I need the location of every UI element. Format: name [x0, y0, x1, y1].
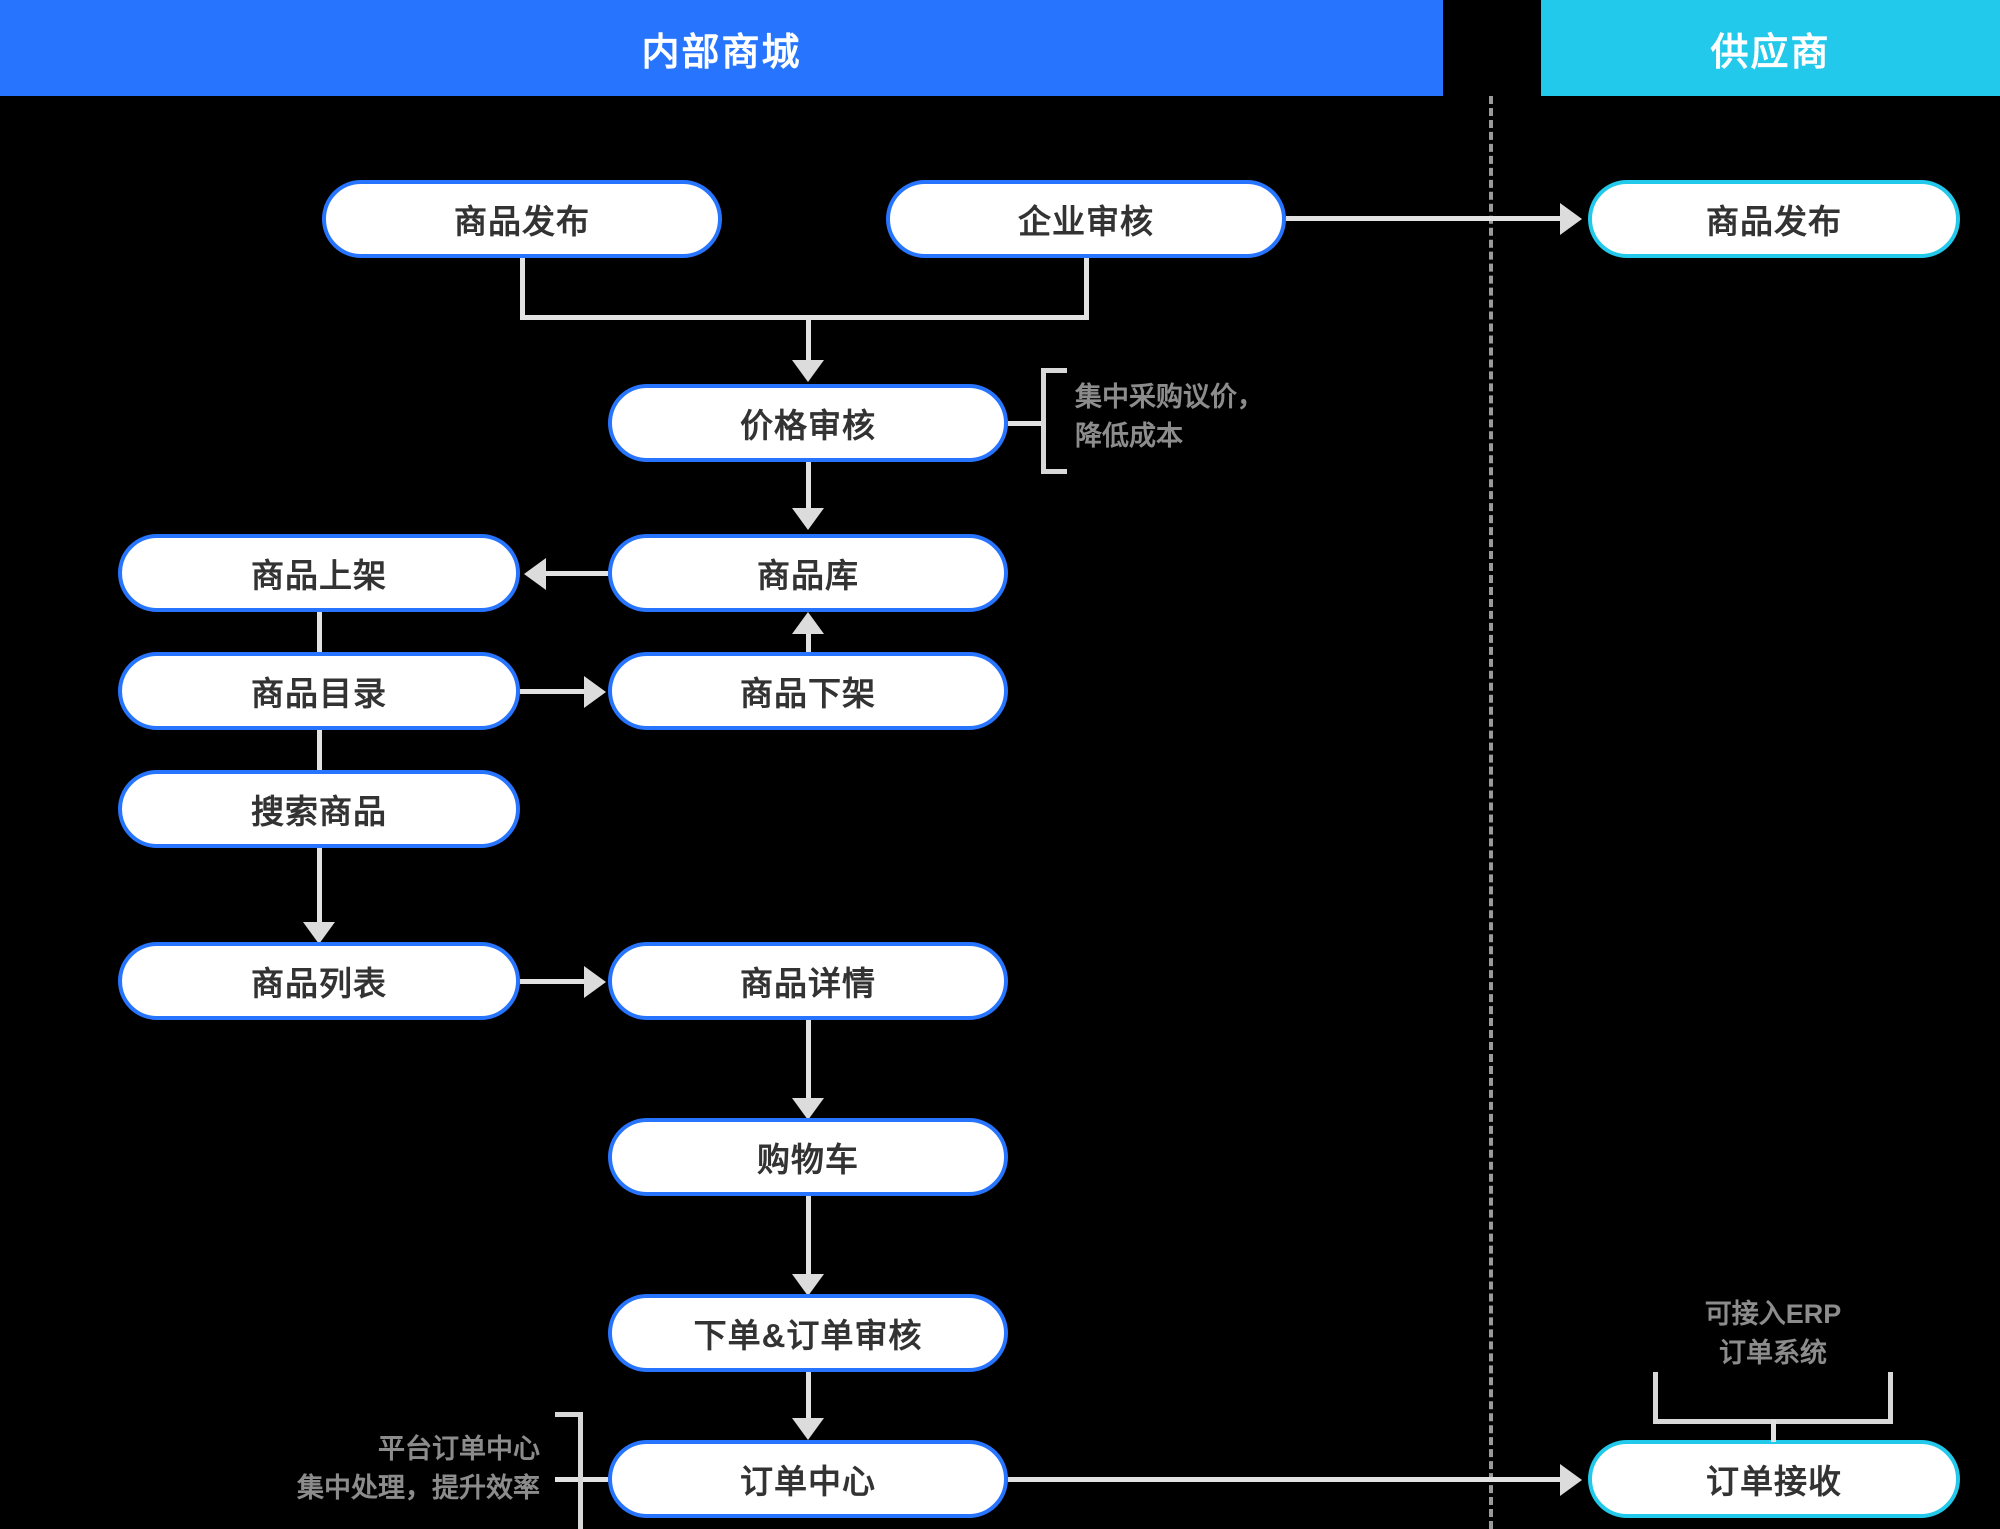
note-price-review: 集中采购议价， 降低成本	[1075, 382, 1264, 452]
arrowhead-ordercenter-to-orderreceive	[1560, 1464, 1582, 1496]
node-label: 搜索商品	[251, 793, 387, 830]
connector-merge-bar	[520, 315, 1089, 320]
arrowhead-offshelf-to-library	[792, 612, 824, 634]
arrowhead-orderreview-to-ordercenter	[792, 1418, 824, 1440]
node-label: 下单&订单审核	[693, 1317, 923, 1354]
arrowhead-cart-to-order	[792, 1274, 824, 1296]
node-label: 企业审核	[1018, 203, 1154, 240]
node-label: 商品发布	[454, 203, 590, 240]
note-order-center: 平台订单中心 集中处理，提升效率	[297, 1434, 540, 1504]
node-label: 商品列表	[251, 965, 387, 1002]
connector-erp-note-stem	[1771, 1420, 1776, 1442]
lane-title-supplier: 供应商	[1710, 31, 1831, 74]
node-product-onshelf[interactable]: 商品上架	[118, 534, 520, 612]
node-product-catalog[interactable]: 商品目录	[118, 652, 520, 730]
arrowhead-search-to-list	[303, 922, 335, 944]
arrowhead-library-to-onshelf	[524, 558, 546, 590]
connector-search-to-list	[317, 848, 322, 930]
node-label: 商品库	[757, 557, 859, 594]
bracket-order-center-note	[555, 1412, 583, 1529]
node-product-offshelf[interactable]: 商品下架	[608, 652, 1008, 730]
connector-catalog-to-offshelf	[520, 689, 586, 694]
connector-orderreview-to-ordercenter	[806, 1372, 811, 1428]
node-supplier-product-publish[interactable]: 商品发布	[1588, 180, 1960, 258]
bracket-price-note	[1041, 368, 1067, 474]
lane-title-internal: 内部商城	[641, 31, 802, 74]
lane-header-supplier: 供应商	[1541, 0, 2000, 96]
arrowhead-to-price-review	[792, 360, 824, 382]
connector-list-to-detail	[520, 979, 586, 984]
node-label: 商品目录	[251, 675, 387, 712]
node-price-review[interactable]: 价格审核	[608, 384, 1008, 462]
arrowhead-enterprise-to-supplier	[1560, 203, 1582, 235]
connector-detail-to-cart	[806, 1020, 811, 1106]
node-label: 商品发布	[1706, 203, 1842, 240]
note-erp: 可接入ERP 订单系统	[1704, 1299, 1842, 1369]
connector-price-to-library	[806, 462, 811, 517]
connector-catalog-to-search	[317, 730, 322, 784]
lane-header-internal: 内部商城	[0, 0, 1443, 96]
arrowhead-catalog-to-offshelf	[584, 676, 606, 708]
connector-ordercenter-to-orderreceive	[1008, 1477, 1564, 1482]
node-label: 订单接收	[1706, 1463, 1842, 1500]
node-label: 价格审核	[740, 407, 876, 444]
connector-enterprise-to-supplier	[1286, 216, 1564, 221]
node-product-library[interactable]: 商品库	[608, 534, 1008, 612]
arrowhead-list-to-detail	[584, 966, 606, 998]
node-label: 商品下架	[740, 675, 876, 712]
connector-enterprise-down	[1084, 258, 1089, 320]
connector-onshelf-to-catalog	[317, 612, 322, 666]
node-product-publish[interactable]: 商品发布	[322, 180, 722, 258]
node-place-order-review[interactable]: 下单&订单审核	[608, 1294, 1008, 1372]
node-label: 购物车	[757, 1141, 859, 1178]
arrowhead-detail-to-cart	[792, 1098, 824, 1120]
swimlane-divider	[1489, 96, 1493, 1529]
connector-publish-down	[520, 258, 525, 320]
connector-library-to-onshelf	[546, 571, 608, 576]
node-shopping-cart[interactable]: 购物车	[608, 1118, 1008, 1196]
node-search-product[interactable]: 搜索商品	[118, 770, 520, 848]
connector-cart-to-order	[806, 1196, 811, 1282]
bracket-erp-note	[1653, 1372, 1893, 1424]
node-order-center[interactable]: 订单中心	[608, 1440, 1008, 1518]
node-label: 商品上架	[251, 557, 387, 594]
connector-price-note-stem	[1008, 421, 1043, 426]
node-label: 订单中心	[740, 1463, 876, 1500]
node-product-detail[interactable]: 商品详情	[608, 942, 1008, 1020]
node-enterprise-review[interactable]: 企业审核	[886, 180, 1286, 258]
arrowhead-to-library	[792, 508, 824, 530]
connector-merge-to-price-review	[806, 315, 811, 367]
node-product-list[interactable]: 商品列表	[118, 942, 520, 1020]
node-label: 商品详情	[740, 965, 876, 1002]
node-order-receive[interactable]: 订单接收	[1588, 1440, 1960, 1518]
